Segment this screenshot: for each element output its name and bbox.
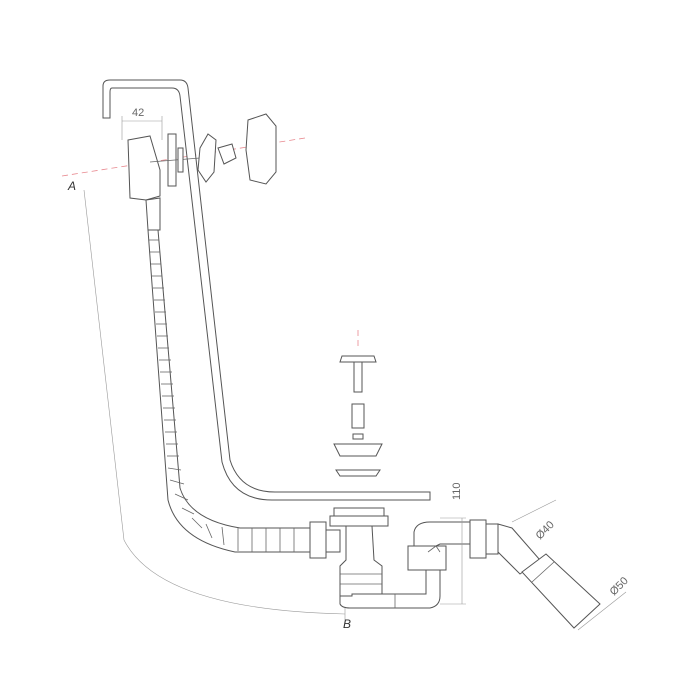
riser-nut	[407, 545, 447, 571]
drain-seat	[333, 507, 385, 517]
overflow-cap	[245, 113, 277, 185]
plug-washer	[352, 433, 364, 440]
outlet-outer-label: Ø50	[608, 575, 631, 598]
overflow-cover	[197, 133, 217, 183]
overflow-assembly	[127, 113, 277, 231]
outlet-pipe-ring	[531, 561, 555, 583]
overflow-knob	[217, 143, 237, 165]
hose-stub	[325, 529, 341, 553]
gasket	[335, 469, 381, 477]
outer-contour-line	[83, 189, 346, 615]
corrugated-hose	[147, 229, 311, 553]
outlet-outer-dim-line	[577, 591, 627, 631]
drain-tube	[339, 525, 383, 597]
drain-nut	[329, 515, 389, 527]
drain-plug-exploded	[333, 330, 383, 477]
tub-outline	[102, 79, 431, 501]
overflow-dimension-label: 42	[132, 107, 144, 119]
riser-detail	[427, 545, 441, 553]
plug-stem	[353, 361, 363, 393]
hose-nut	[309, 521, 327, 559]
overflow-washer	[177, 147, 184, 173]
plug-cap	[339, 355, 377, 363]
strainer-flange	[333, 443, 383, 457]
plug-insert	[351, 403, 365, 429]
hose-ribs	[149, 239, 295, 552]
outlet-inner-dim-line	[511, 499, 557, 523]
point-b-label: B	[343, 617, 351, 631]
overflow-neck	[145, 197, 161, 231]
outlet-nut	[469, 519, 487, 559]
outlet-inner-label: Ø40	[534, 519, 557, 542]
riser-arm	[413, 521, 471, 547]
point-a-label: A	[67, 179, 76, 193]
outlet-pipe	[521, 553, 601, 629]
outlet-coupling	[485, 523, 499, 555]
overflow-body	[127, 135, 161, 201]
trap-height-label: 110	[451, 482, 463, 500]
overflow-spindle	[149, 157, 201, 163]
